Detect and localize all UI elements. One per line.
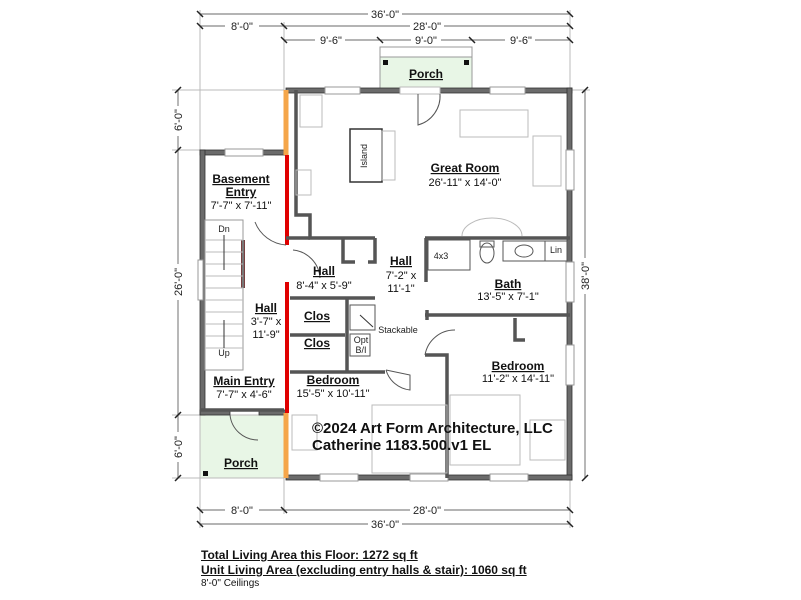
porch-top <box>379 56 473 91</box>
svg-text:Opt: Opt <box>354 335 369 345</box>
svg-text:15'-5" x 10'-11": 15'-5" x 10'-11" <box>297 388 370 400</box>
svg-text:36'-0": 36'-0" <box>371 519 399 531</box>
svg-text:Main Entry: Main Entry <box>213 374 275 388</box>
svg-text:Stackable: Stackable <box>378 325 418 335</box>
svg-text:Bath: Bath <box>495 277 522 291</box>
svg-text:Entry: Entry <box>226 185 257 199</box>
svg-text:8'-0": 8'-0" <box>231 21 253 33</box>
svg-text:Hall: Hall <box>390 254 412 268</box>
svg-text:38'-0": 38'-0" <box>580 262 592 290</box>
svg-text:Bedroom: Bedroom <box>492 359 545 373</box>
exterior-walls <box>197 86 575 482</box>
svg-text:26'-11" x 14'-0": 26'-11" x 14'-0" <box>429 177 502 189</box>
stairs-down-label: Dn <box>218 224 230 234</box>
svg-text:Clos: Clos <box>304 309 330 323</box>
svg-text:13'-5" x 7'-1": 13'-5" x 7'-1" <box>477 291 539 303</box>
interior-walls <box>200 90 570 478</box>
unit-area-label: Unit Living Area (excluding entry halls … <box>201 563 527 577</box>
copyright-line2: Catherine 1183.500.v1 EL <box>312 437 491 454</box>
copyright-line1: ©2024 Art Form Architecture, LLC <box>312 420 553 437</box>
total-area-label: Total Living Area this Floor: 1272 sq ft <box>201 548 418 562</box>
svg-text:9'-0": 9'-0" <box>415 35 437 47</box>
ceilings-label: 8'-0" Ceilings <box>201 578 260 589</box>
svg-text:Clos: Clos <box>304 336 330 350</box>
great-room-label: Great Room <box>431 161 500 175</box>
svg-text:8'-0": 8'-0" <box>231 505 253 517</box>
svg-text:8'-4" x 5'-9": 8'-4" x 5'-9" <box>296 280 352 292</box>
svg-text:7'-7" x 7'-11": 7'-7" x 7'-11" <box>211 200 272 212</box>
stairs-up-label: Up <box>218 348 230 358</box>
svg-text:7'-7" x 4'-6": 7'-7" x 4'-6" <box>216 389 272 401</box>
svg-text:11'-2" x 14'-11": 11'-2" x 14'-11" <box>482 373 554 385</box>
svg-text:Basement: Basement <box>212 172 269 186</box>
svg-text:7'-2" x: 7'-2" x <box>386 270 417 282</box>
svg-text:26'-0": 26'-0" <box>173 268 185 296</box>
svg-text:9'-6": 9'-6" <box>320 35 342 47</box>
svg-text:Hall: Hall <box>313 264 335 278</box>
dimension-labels: 36'-0" 8'-0" 28'-0" 9'-6" 9'-0" 9'-6" 8'… <box>172 8 592 531</box>
svg-text:3'-7" x: 3'-7" x <box>251 316 282 328</box>
svg-text:Hall: Hall <box>255 301 277 315</box>
porch-top-label: Porch <box>409 67 443 81</box>
svg-text:11'-9": 11'-9" <box>252 329 279 341</box>
svg-text:6'-0": 6'-0" <box>173 109 185 131</box>
svg-text:28'-0": 28'-0" <box>413 21 441 33</box>
svg-text:Porch: Porch <box>224 456 258 470</box>
svg-text:B/I: B/I <box>355 345 366 355</box>
stairs: Dn Up <box>204 219 244 371</box>
svg-text:11'-1": 11'-1" <box>387 283 414 295</box>
svg-text:4x3: 4x3 <box>434 251 449 261</box>
svg-text:Island: Island <box>359 144 369 168</box>
svg-text:Lin: Lin <box>550 245 562 255</box>
svg-text:Bedroom: Bedroom <box>307 373 360 387</box>
svg-text:6'-0": 6'-0" <box>173 436 185 458</box>
furniture <box>291 94 568 474</box>
extension-lines <box>172 10 590 528</box>
svg-text:9'-6": 9'-6" <box>510 35 532 47</box>
svg-text:28'-0": 28'-0" <box>413 505 441 517</box>
svg-text:36'-0": 36'-0" <box>371 9 399 21</box>
porch-bottom <box>199 414 285 479</box>
room-labels: Porch Great Room 26'-11" x 14'-0" Island… <box>211 67 562 470</box>
